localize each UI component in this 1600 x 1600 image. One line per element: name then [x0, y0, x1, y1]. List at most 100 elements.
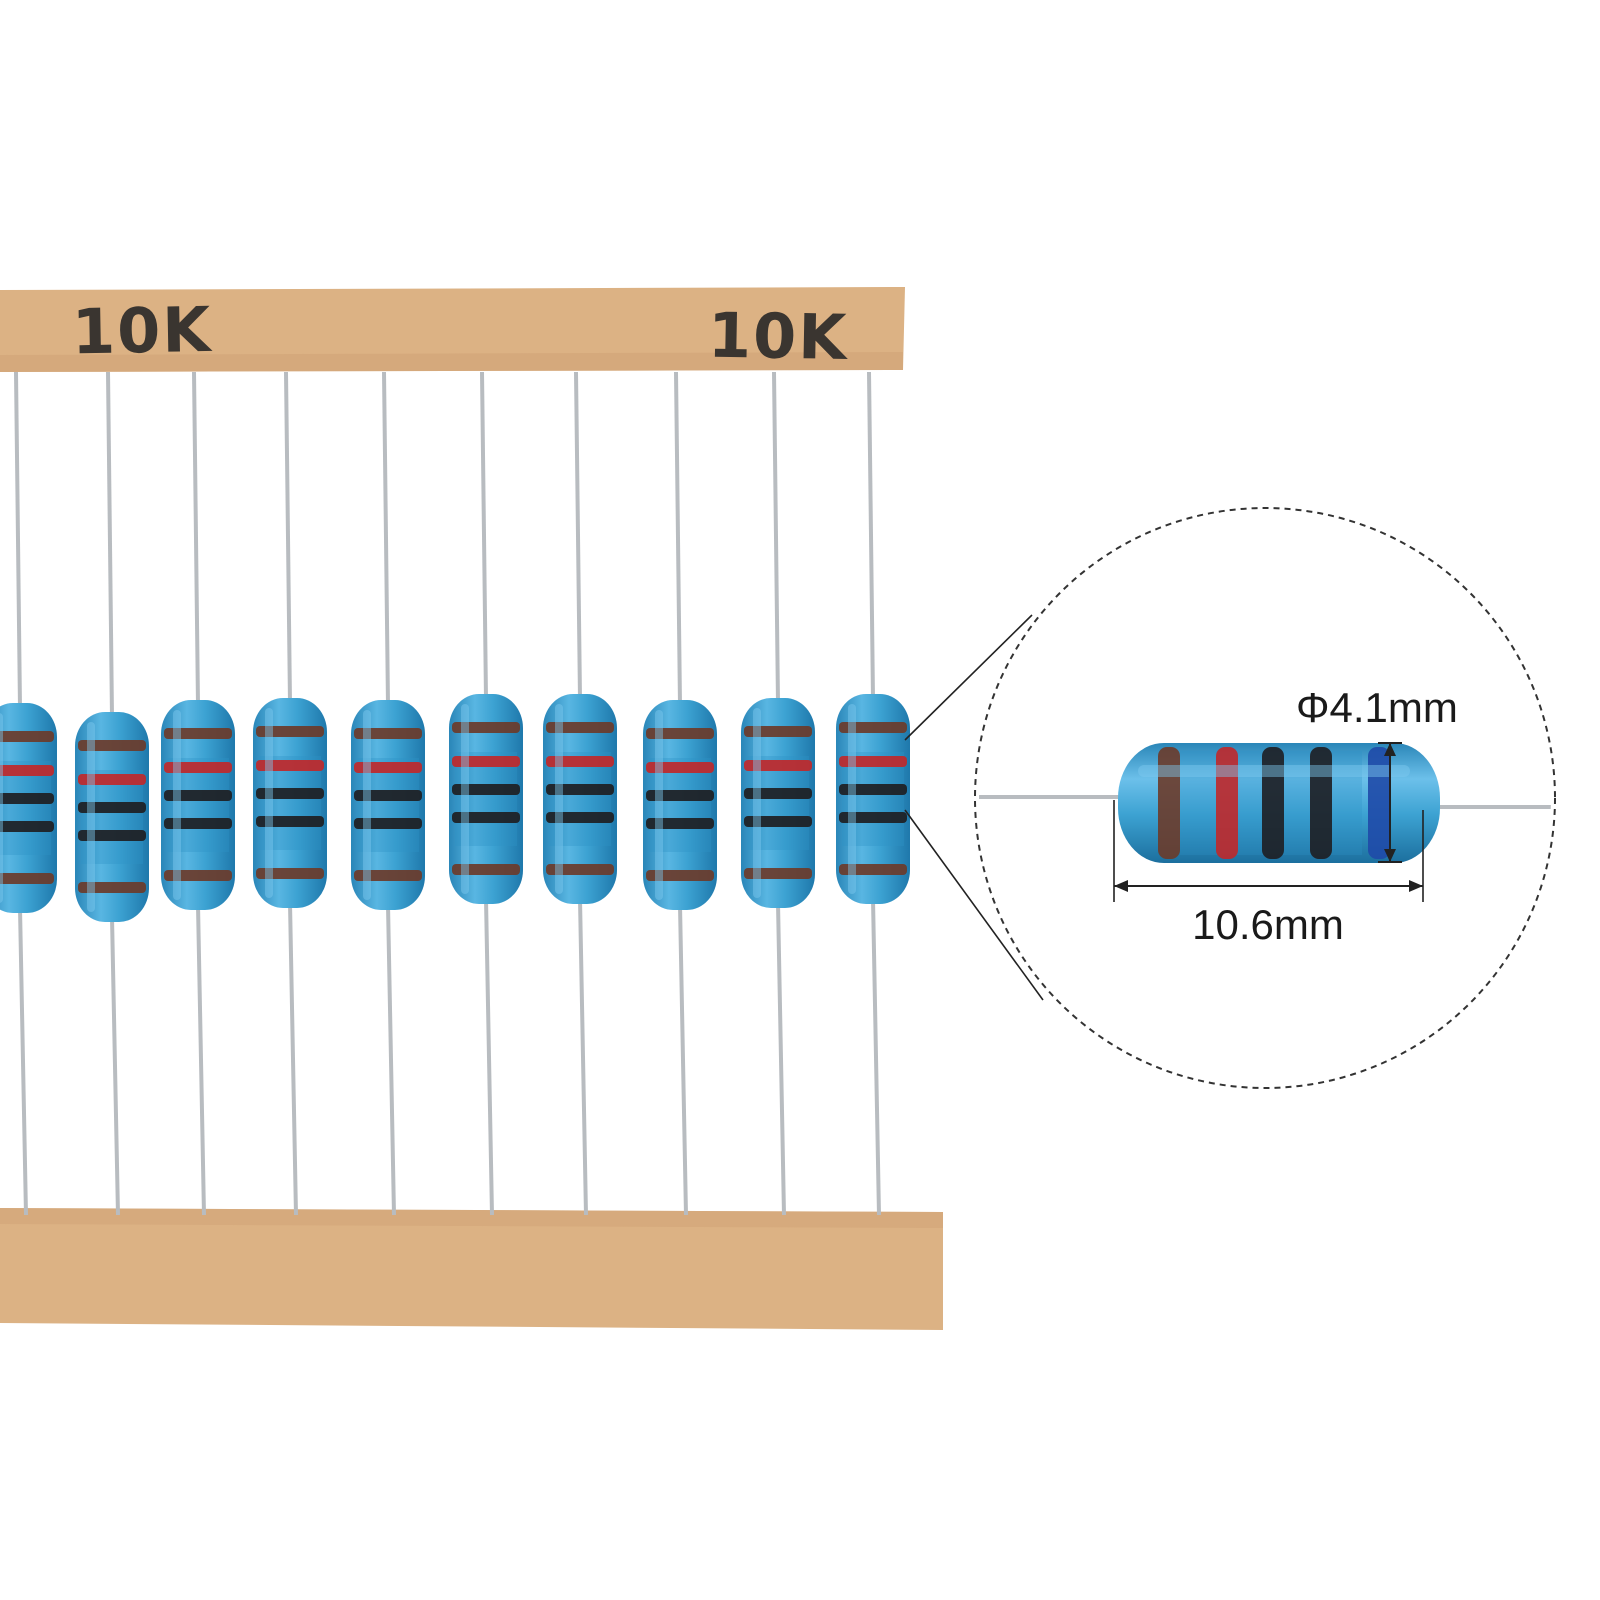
resistor-highlight	[0, 713, 3, 903]
resistor-band	[0, 873, 54, 884]
resistor	[741, 371, 815, 1216]
zoom-lead-right	[1440, 805, 1551, 809]
resistor-band	[78, 882, 146, 893]
resistor-highlight	[655, 710, 663, 900]
resistor-band	[452, 784, 520, 795]
resistor-band	[452, 812, 520, 823]
resistor-band	[744, 816, 812, 827]
resistor	[161, 371, 235, 1216]
resistor-lead-top	[480, 371, 488, 700]
zoom-detail	[979, 743, 1551, 863]
zoom-resistor-band	[1310, 747, 1332, 859]
resistor-body	[741, 698, 815, 908]
resistor-band	[744, 760, 812, 771]
resistor-highlight	[363, 710, 371, 900]
resistor-band	[646, 818, 714, 829]
resistor-lead-top	[382, 371, 390, 706]
resistor-lead-bottom	[578, 898, 588, 1216]
resistor-highlight	[555, 704, 563, 894]
zoom-resistor	[1118, 743, 1440, 863]
resistor-band	[546, 722, 614, 733]
resistor-band	[354, 762, 422, 773]
resistor-body	[161, 700, 235, 910]
bottom-tape-shade	[0, 1208, 943, 1228]
resistor-lead-top	[284, 371, 292, 704]
resistor-body	[643, 700, 717, 910]
resistor	[351, 371, 425, 1216]
diameter-arrow-top	[1384, 743, 1396, 756]
resistor-band	[646, 762, 714, 773]
resistor-lead-bottom	[776, 902, 786, 1216]
resistor-body-waist	[357, 758, 419, 852]
zoom-resistor-band	[1158, 747, 1180, 859]
resistor-band	[164, 818, 232, 829]
resistor-lead-top	[192, 371, 200, 706]
resistor-band	[354, 790, 422, 801]
resistor-highlight	[173, 710, 181, 900]
resistor-lead-top	[867, 371, 875, 700]
zoom-resistor-band	[1262, 747, 1284, 859]
tape-label-left: 10K	[71, 293, 213, 368]
resistor-lead-bottom	[288, 902, 298, 1216]
resistor-band	[744, 788, 812, 799]
resistor-lead-top	[14, 371, 22, 709]
resistor-band	[546, 864, 614, 875]
resistor-lead-bottom	[678, 904, 688, 1216]
top-tape	[0, 287, 905, 372]
resistor-band	[256, 788, 324, 799]
resistor-lead-bottom	[196, 904, 206, 1216]
resistor-band	[546, 784, 614, 795]
resistor-body	[543, 694, 617, 904]
resistor-lead-top	[106, 371, 114, 718]
diameter-label: Φ4.1mm	[1296, 684, 1458, 731]
resistor-band	[78, 740, 146, 751]
top-tape-shade	[0, 352, 903, 372]
callout-line-lower	[904, 809, 1044, 1001]
resistor-band	[839, 722, 907, 733]
resistor-body-waist	[842, 752, 904, 846]
diameter-arrow-bottom	[1384, 849, 1396, 862]
resistor-lead-top	[772, 371, 780, 704]
resistor-band	[0, 793, 54, 804]
resistor-band	[256, 868, 324, 879]
resistor-body-waist	[455, 752, 517, 846]
resistor-band	[646, 728, 714, 739]
resistor-band	[839, 784, 907, 795]
resistor-band	[256, 760, 324, 771]
resistor-band	[452, 864, 520, 875]
zoom-resistor-band	[1368, 747, 1390, 859]
resistor-band	[0, 821, 54, 832]
resistor-lead-bottom	[871, 898, 881, 1216]
resistor-band	[78, 830, 146, 841]
resistor	[449, 371, 523, 1216]
resistor-lead-bottom	[18, 907, 28, 1216]
resistor-body	[836, 694, 910, 904]
resistor-band	[546, 756, 614, 767]
resistor-band	[744, 726, 812, 737]
resistor-highlight	[461, 704, 469, 894]
length-label: 10.6mm	[1192, 901, 1344, 948]
zoom-resistor-highlight	[1138, 765, 1410, 777]
length-arrow-right	[1409, 880, 1423, 892]
zoom-lead-left	[979, 795, 1130, 799]
resistor-band	[164, 762, 232, 773]
resistor	[643, 371, 717, 1216]
resistor-lead-bottom	[484, 898, 494, 1216]
resistor-band	[646, 790, 714, 801]
resistor-band	[646, 870, 714, 881]
resistor-band	[839, 812, 907, 823]
resistor-band	[839, 864, 907, 875]
resistor-band	[164, 728, 232, 739]
resistor-band	[452, 756, 520, 767]
resistor-highlight	[848, 704, 856, 894]
resistor-band	[354, 818, 422, 829]
resistor-body	[75, 712, 149, 922]
resistor-lead-bottom	[386, 904, 396, 1216]
resistor-band	[354, 728, 422, 739]
resistor-body-waist	[259, 756, 321, 850]
resistor-band	[256, 816, 324, 827]
resistor-band	[744, 868, 812, 879]
resistor-band	[164, 870, 232, 881]
resistor-array	[0, 371, 910, 1216]
